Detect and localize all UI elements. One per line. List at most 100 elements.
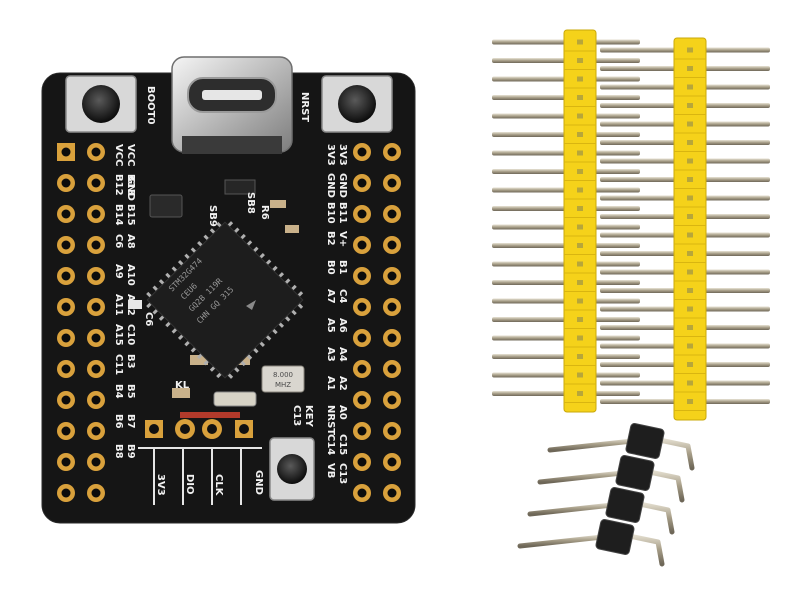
ra-plastic: [605, 487, 645, 523]
right-pin-label: A0: [337, 405, 348, 420]
left-pin-label: B9: [125, 444, 136, 459]
boot-label: BOOT0: [145, 86, 156, 124]
swd-header: [138, 419, 262, 505]
left-pin-label: B4: [113, 384, 124, 399]
left-pin-label: GND: [125, 176, 136, 201]
right-pin-label: C13: [337, 463, 348, 484]
right-pin-label: A6: [337, 318, 348, 333]
r6-label: R6: [259, 205, 270, 220]
header-hole: [357, 488, 367, 498]
header-hole: [91, 395, 101, 405]
c13-label: C13: [291, 405, 302, 426]
header-hole: [91, 457, 101, 467]
header-hole: [357, 302, 367, 312]
header-hole: [61, 302, 71, 312]
header-hole: [387, 488, 397, 498]
header-hole: [61, 457, 71, 467]
ra-plastic: [595, 519, 635, 555]
header-hole: [61, 426, 71, 436]
header-hole: [61, 364, 71, 374]
left-pin-label: B8: [113, 444, 124, 459]
header-hole: [387, 457, 397, 467]
header-hole: [91, 271, 101, 281]
user-key-button-icon: [269, 437, 315, 501]
left-pin-label: B6: [113, 414, 124, 429]
header-hole: [91, 488, 101, 498]
header-hole: [61, 147, 71, 157]
c6-label: C6: [143, 312, 154, 326]
header-hole: [61, 488, 71, 498]
header-hole: [387, 240, 397, 250]
left-pin-label: A15: [113, 324, 124, 346]
right-pin-label: NRST: [325, 405, 336, 435]
left-pin-label: B13: [125, 174, 136, 196]
right-pin-label: B11: [337, 202, 348, 224]
header-hole: [91, 302, 101, 312]
left-pin-labels: VCCVCCB13B12B15B14A8C6A10A9A12A11C10A15B…: [113, 144, 136, 459]
usb-c-connector-icon: [171, 56, 293, 154]
header-hole: [387, 302, 397, 312]
header-hole: [91, 178, 101, 188]
left-pin-label: B7: [125, 414, 136, 429]
yellow-pin-headers: [492, 29, 770, 421]
left-pin-label: VCC: [125, 144, 136, 166]
right-pin-label: B2: [325, 231, 336, 246]
boot-button-icon: [65, 75, 137, 133]
nrst-label: NRST: [299, 92, 310, 122]
left-pin-label: A11: [113, 294, 124, 316]
right-pin-label: A4: [337, 347, 348, 362]
right-pin-label: A5: [325, 318, 336, 333]
right-pin-label: C14: [325, 434, 336, 455]
sb9-label: SB9: [207, 205, 218, 227]
header-hole: [357, 147, 367, 157]
header-hole: [61, 271, 71, 281]
left-pin-label: VCC: [113, 144, 124, 166]
header-hole: [387, 333, 397, 343]
left-header-holes: [57, 143, 105, 502]
crystal-line-1: 8.000: [273, 371, 293, 379]
header-hole: [61, 178, 71, 188]
header-hole: [91, 147, 101, 157]
header-hole: [387, 364, 397, 374]
left-pin-label: A9: [113, 264, 124, 279]
left-pin-label: A8: [125, 234, 136, 249]
left-pin-label: C11: [113, 354, 124, 375]
swd-label-3v3: 3V3: [155, 474, 166, 496]
right-pin-label: A7: [325, 289, 336, 304]
left-pin-label: B15: [125, 204, 136, 226]
right-pin-label: B0: [325, 260, 336, 275]
right-pin-label: 3V3: [337, 144, 348, 166]
right-pin-label: VB: [325, 463, 336, 478]
header-hole: [357, 271, 367, 281]
right-pin-label: A3: [325, 347, 336, 362]
key-label: KEY: [303, 405, 314, 428]
ra-plastic: [625, 423, 665, 459]
right-pin-label: C15: [337, 434, 348, 455]
right-pin-label: C4: [337, 289, 348, 303]
right-pin-label: GND: [325, 173, 336, 198]
header-hole: [61, 209, 71, 219]
right-angle-header: [517, 423, 695, 567]
crystal-oscillator: 8.000 MHZ: [261, 365, 305, 393]
header-hole: [387, 271, 397, 281]
right-header-holes: [353, 143, 401, 502]
smd-components: [128, 179, 299, 418]
swd-label-clk: CLK: [213, 474, 224, 497]
left-pin-label: A10: [125, 264, 136, 286]
reset-button-icon: [321, 75, 393, 133]
left-pin-label: B12: [113, 174, 124, 196]
crystal-line-2: MHZ: [275, 381, 291, 389]
left-pin-label: C10: [125, 324, 136, 345]
left-pin-label: C6: [113, 234, 124, 248]
header-hole: [387, 209, 397, 219]
header-hole: [61, 240, 71, 250]
right-pin-label: A2: [337, 376, 348, 391]
right-pin-label: 3V3: [325, 144, 336, 166]
header-hole: [61, 333, 71, 343]
right-pin-label: GND: [337, 173, 348, 198]
header-hole: [357, 178, 367, 188]
header-hole: [357, 395, 367, 405]
right-pin-label: B10: [325, 202, 336, 224]
left-pin-label: B14: [113, 204, 124, 226]
